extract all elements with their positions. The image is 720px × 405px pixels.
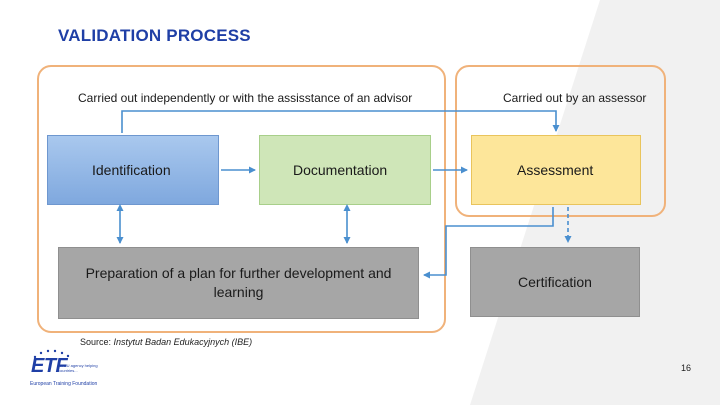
documentation-box: Documentation	[259, 135, 431, 205]
assessor-phase-label: Carried out by an assessor	[503, 91, 647, 105]
source-note: Source: Instytut Badan Edukacyjnych (IBE…	[80, 337, 252, 347]
etf-stars-icon	[33, 349, 70, 359]
arrow-top-loop	[121, 110, 560, 133]
preparation-label: Preparation of a plan for further develo…	[85, 265, 392, 300]
certification-box: Certification	[470, 247, 640, 317]
slide-title: VALIDATION PROCESS	[58, 26, 251, 45]
arrow-assess-to-prep	[423, 207, 554, 279]
advisor-phase-label: Carried out independently or with the as…	[78, 91, 413, 105]
certification-label: Certification	[518, 274, 592, 290]
etf-logo-org: European Training Foundation	[30, 381, 98, 387]
assessment-box: Assessment	[471, 135, 641, 205]
source-text: Instytut Badan Edukacyjnych (IBE)	[113, 337, 253, 347]
identification-label: Identification	[92, 162, 171, 178]
page-number: 16	[681, 363, 692, 373]
source-prefix: Source:	[80, 337, 112, 347]
documentation-label: Documentation	[293, 162, 388, 178]
assessment-label: Assessment	[517, 162, 594, 178]
advisor-phase-frame	[37, 65, 446, 333]
identification-box: Identification	[47, 135, 219, 205]
etf-logo-tagline: An EU agency helping countries...	[58, 363, 98, 373]
assessor-phase-frame	[455, 65, 666, 217]
etf-logo: ETF	[31, 355, 68, 377]
preparation-box: Preparation of a plan for further develo…	[58, 247, 419, 319]
